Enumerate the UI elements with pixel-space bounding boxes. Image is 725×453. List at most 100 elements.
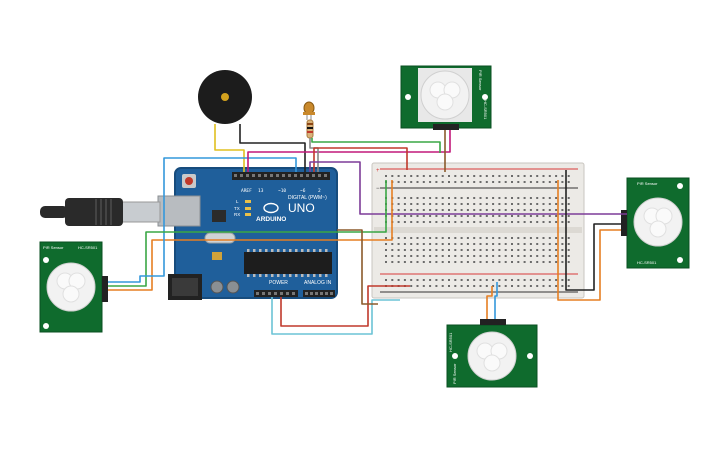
breadboard-hole[interactable] <box>529 237 532 239</box>
breadboard-hole[interactable] <box>523 261 526 263</box>
breadboard-hole[interactable] <box>492 255 495 257</box>
breadboard-hole[interactable] <box>529 243 532 245</box>
breadboard-hole[interactable] <box>460 175 463 177</box>
breadboard-hole[interactable] <box>441 285 444 287</box>
breadboard-hole[interactable] <box>498 237 501 239</box>
breadboard-hole[interactable] <box>536 237 539 239</box>
breadboard-hole[interactable] <box>403 279 406 281</box>
breadboard-hole[interactable] <box>548 221 551 223</box>
breadboard-hole[interactable] <box>536 215 539 217</box>
breadboard-hole[interactable] <box>511 203 513 205</box>
breadboard-hole[interactable] <box>454 279 457 281</box>
breadboard-hole[interactable] <box>454 203 457 205</box>
breadboard-hole[interactable] <box>460 249 463 251</box>
header-pin[interactable] <box>330 292 333 295</box>
breadboard-hole[interactable] <box>391 279 394 281</box>
breadboard-hole[interactable] <box>485 279 488 281</box>
breadboard-hole[interactable] <box>517 237 520 239</box>
breadboard-hole[interactable] <box>460 261 463 263</box>
breadboard-hole[interactable] <box>548 209 551 211</box>
breadboard-hole[interactable] <box>416 285 419 287</box>
wire-blue-top[interactable] <box>163 157 297 238</box>
breadboard-hole[interactable] <box>391 249 394 251</box>
breadboard-hole[interactable] <box>441 261 444 263</box>
breadboard-hole[interactable] <box>523 215 526 217</box>
breadboard-hole[interactable] <box>567 215 570 217</box>
breadboard-hole[interactable] <box>555 279 558 281</box>
resistor[interactable] <box>306 119 314 139</box>
breadboard-hole[interactable] <box>479 209 482 211</box>
wire-red-top[interactable] <box>313 147 408 172</box>
breadboard-hole[interactable] <box>561 285 564 287</box>
breadboard-hole[interactable] <box>504 221 507 223</box>
breadboard-hole[interactable] <box>403 203 406 205</box>
breadboard-hole[interactable] <box>517 203 520 205</box>
breadboard-hole[interactable] <box>397 215 400 217</box>
breadboard-hole[interactable] <box>410 181 413 183</box>
breadboard-hole[interactable] <box>517 197 520 199</box>
breadboard-hole[interactable] <box>542 215 545 217</box>
breadboard-hole[interactable] <box>454 197 457 199</box>
breadboard-hole[interactable] <box>435 285 438 287</box>
breadboard-hole[interactable] <box>504 197 507 199</box>
breadboard-hole[interactable] <box>561 221 564 223</box>
header-pin[interactable] <box>306 174 309 177</box>
breadboard-hole[interactable] <box>473 197 476 199</box>
breadboard-hole[interactable] <box>416 243 419 245</box>
breadboard-hole[interactable] <box>561 203 564 205</box>
breadboard-hole[interactable] <box>466 279 469 281</box>
breadboard-hole[interactable] <box>397 243 400 245</box>
breadboard-hole[interactable] <box>555 209 558 211</box>
breadboard-hole[interactable] <box>441 181 444 183</box>
breadboard-hole[interactable] <box>435 175 438 177</box>
header-pin[interactable] <box>286 292 289 295</box>
wire-buzzer-yellow[interactable] <box>214 124 245 172</box>
breadboard-hole[interactable] <box>429 197 432 199</box>
breadboard-hole[interactable] <box>466 285 469 287</box>
breadboard-hole[interactable] <box>429 221 432 223</box>
header-pin[interactable] <box>305 292 308 295</box>
breadboard-hole[interactable] <box>504 285 507 287</box>
header-pin[interactable] <box>246 174 249 177</box>
breadboard-hole[interactable] <box>511 285 513 287</box>
breadboard-hole[interactable] <box>473 261 476 263</box>
breadboard-hole[interactable] <box>479 279 482 281</box>
breadboard-hole[interactable] <box>511 215 513 217</box>
breadboard-hole[interactable] <box>403 175 406 177</box>
breadboard-hole[interactable] <box>435 181 438 183</box>
breadboard-hole[interactable] <box>429 261 432 263</box>
breadboard-hole[interactable] <box>479 175 482 177</box>
header-pin[interactable] <box>274 292 277 295</box>
wires[interactable] <box>108 124 627 335</box>
power-analog-pins[interactable] <box>256 292 333 295</box>
breadboard-hole[interactable] <box>555 237 558 239</box>
breadboard-hole[interactable] <box>548 237 551 239</box>
wire-buzzer-black[interactable] <box>239 124 306 172</box>
breadboard-hole[interactable] <box>511 237 513 239</box>
breadboard-hole[interactable] <box>429 175 432 177</box>
breadboard-hole[interactable] <box>391 255 394 257</box>
breadboard-hole[interactable] <box>422 175 425 177</box>
breadboard-hole[interactable] <box>403 215 406 217</box>
breadboard-hole[interactable] <box>460 203 463 205</box>
breadboard-hole[interactable] <box>498 249 501 251</box>
breadboard-hole[interactable] <box>397 255 400 257</box>
breadboard-hole[interactable] <box>473 203 476 205</box>
breadboard-hole[interactable] <box>492 249 495 251</box>
breadboard-hole[interactable] <box>504 209 507 211</box>
breadboard-hole[interactable] <box>529 261 532 263</box>
breadboard-hole[interactable] <box>473 237 476 239</box>
breadboard-hole[interactable] <box>529 221 532 223</box>
breadboard-hole[interactable] <box>498 181 501 183</box>
breadboard-hole[interactable] <box>492 215 495 217</box>
breadboard-hole[interactable] <box>391 243 394 245</box>
breadboard-hole[interactable] <box>536 261 539 263</box>
breadboard-hole[interactable] <box>504 249 507 251</box>
breadboard-hole[interactable] <box>429 237 432 239</box>
header-pin[interactable] <box>258 174 261 177</box>
reset-button-cap[interactable] <box>185 177 193 185</box>
breadboard-hole[interactable] <box>385 279 387 281</box>
breadboard-hole[interactable] <box>410 215 413 217</box>
breadboard[interactable]: + − <box>371 162 585 299</box>
breadboard-hole[interactable] <box>422 181 425 183</box>
